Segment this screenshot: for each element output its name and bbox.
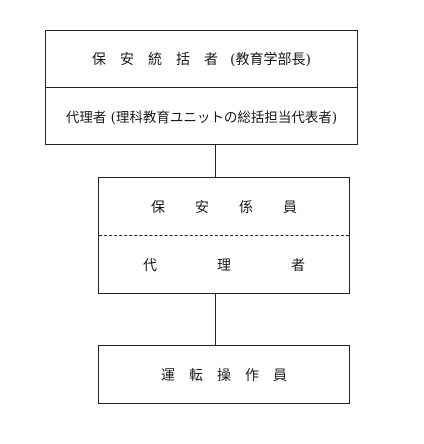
safety-staff-deputy-char: 理	[217, 257, 231, 274]
operator-char: 転	[189, 367, 203, 384]
safety-supervisor-divider	[46, 87, 357, 88]
safety-staff-deputy-char: 代	[143, 257, 157, 274]
safety-supervisor-char: 者	[204, 52, 219, 68]
safety-supervisor-deputy: 代理者 (理科教育ユニットの総括担当代表者)	[65, 110, 338, 126]
safety-staff-deputy-row: 代 理 者	[99, 236, 349, 293]
safety-staff-char: 係	[239, 199, 253, 216]
safety-staff-char: 安	[195, 199, 209, 216]
safety-supervisor-box: 保 安 統 括 者 (教育学部長) 代理者 (理科教育ユニットの総括担当代表者)	[45, 30, 358, 145]
operator-box: 運 転 操 作 員	[98, 345, 350, 404]
safety-staff-char: 員	[283, 199, 297, 216]
safety-supervisor-deputy-row: 代理者 (理科教育ユニットの総括担当代表者)	[46, 88, 357, 144]
connector-line-bottom	[215, 294, 216, 345]
safety-supervisor-note: (教育学部長)	[230, 52, 311, 68]
operator-char: 操	[217, 367, 231, 384]
safety-staff-dashed-divider	[99, 235, 349, 236]
safety-staff-deputy-char: 者	[291, 257, 305, 274]
safety-supervisor-title-row: 保 安 統 括 者 (教育学部長)	[46, 31, 357, 87]
safety-staff-char: 保	[151, 199, 165, 216]
safety-staff-title-row: 保 安 係 員	[99, 178, 349, 235]
safety-supervisor-char: 保	[92, 52, 107, 68]
operator-char: 作	[245, 367, 259, 384]
operator-char: 員	[273, 367, 287, 384]
connector-line-top	[215, 145, 216, 177]
safety-supervisor-char: 安	[120, 52, 135, 68]
safety-supervisor-char: 統	[148, 52, 163, 68]
safety-staff-box: 保 安 係 員 代 理 者	[98, 177, 350, 294]
safety-supervisor-char: 括	[176, 52, 191, 68]
operator-char: 運	[161, 367, 175, 384]
operator-title-row: 運 転 操 作 員	[99, 346, 349, 403]
